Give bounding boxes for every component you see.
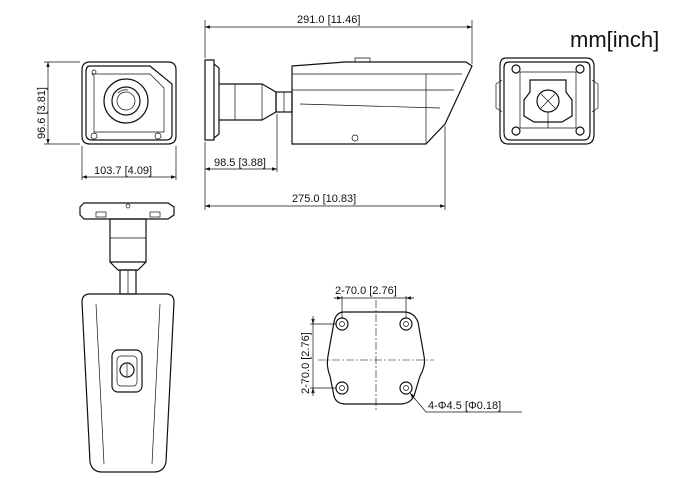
top-view	[79, 202, 175, 473]
bracket-offset-label: 98.5 [3.88]	[214, 157, 266, 169]
bracket-offset-dimension: 98.5 [3.88]	[204, 114, 278, 210]
hole-diameter-label: 4-Φ4.5 [Φ0.18]	[428, 400, 501, 412]
mounting-hole-pattern	[318, 300, 434, 412]
hole-spacing-vertical-label: 2-70.0 [2.76]	[300, 332, 312, 394]
front-width-label: 103.7 [4.09]	[94, 165, 152, 177]
body-length-dimension: 275.0 [10.83]	[205, 126, 446, 210]
rear-view	[495, 57, 599, 145]
front-view	[81, 61, 177, 145]
units-label: mm[inch]	[570, 27, 659, 52]
front-height-dimension: 96.6 [3.81]	[36, 61, 80, 145]
hole-spacing-horizontal-dimension: 2-70.0 [2.76]	[334, 285, 414, 318]
side-view	[204, 57, 473, 145]
front-height-label: 96.6 [3.81]	[36, 87, 48, 139]
hole-spacing-vertical-dimension: 2-70.0 [2.76]	[300, 316, 336, 396]
hole-spacing-horizontal-label: 2-70.0 [2.76]	[335, 285, 397, 297]
front-width-dimension: 103.7 [4.09]	[81, 146, 177, 180]
total-length-dimension: 291.0 [11.46]	[204, 14, 473, 64]
total-length-label: 291.0 [11.46]	[297, 14, 360, 26]
hole-diameter-callout: 4-Φ4.5 [Φ0.18]	[409, 392, 522, 413]
body-length-label: 275.0 [10.83]	[292, 193, 356, 205]
